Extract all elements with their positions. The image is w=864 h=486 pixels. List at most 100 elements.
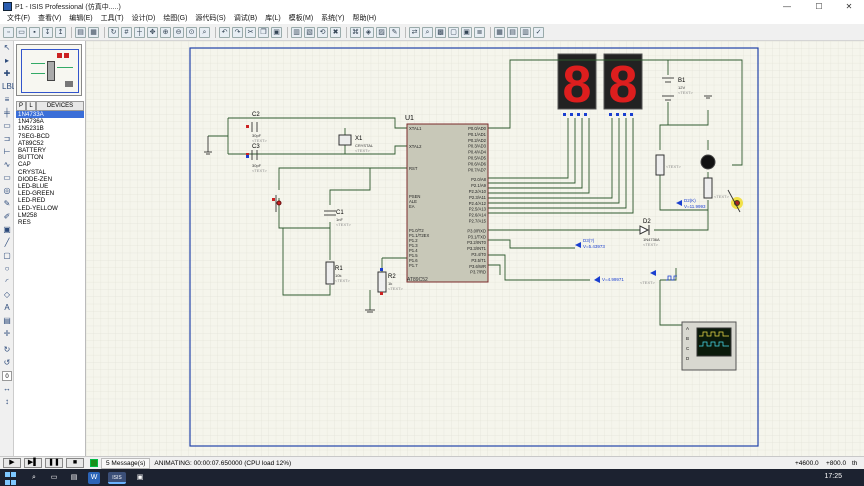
selection-mode-icon[interactable]: ↖ — [3, 43, 11, 52]
rotation-angle-field[interactable]: 0 — [2, 371, 12, 381]
wire-autorouter-icon[interactable]: ⇄ — [409, 26, 420, 38]
marker-tool-icon[interactable]: ✛ — [3, 329, 11, 338]
undo-icon[interactable]: ↶ — [219, 26, 230, 38]
text-tool-icon[interactable]: A — [4, 303, 10, 312]
maximize-button[interactable]: ☐ — [815, 2, 823, 11]
menu-design[interactable]: 设计(D) — [131, 15, 156, 22]
device-item[interactable]: CAP — [18, 161, 31, 169]
packaging-icon[interactable]: ▨ — [376, 26, 387, 38]
open-folder-icon[interactable]: ▭ — [16, 26, 27, 38]
pick-devices-tab[interactable]: P — [16, 101, 26, 111]
netlist-icon[interactable]: ▦ — [494, 26, 505, 38]
zoom-area-icon[interactable]: ⌕ — [199, 26, 210, 38]
graph-mode-icon[interactable]: ∿ — [3, 160, 11, 169]
crystal-x1[interactable]: X1 CRYSTAL <TEXT> — [338, 134, 374, 153]
wire-label-icon[interactable]: LBL — [2, 82, 17, 91]
oscilloscope[interactable]: A B C D — [681, 321, 737, 371]
resistor-lamp[interactable] — [703, 177, 713, 199]
reset-button[interactable] — [275, 195, 282, 212]
menu-tools[interactable]: 工具(T) — [100, 15, 124, 22]
menu-debug[interactable]: 调试(B) — [233, 15, 258, 22]
rotate-clockwise-icon[interactable]: ↻ — [3, 345, 11, 354]
component-mode-icon[interactable]: ▸ — [4, 56, 9, 65]
device-item[interactable]: CRYSTAL — [18, 168, 46, 176]
electrical-check-icon[interactable]: ✓ — [533, 26, 544, 38]
schematic-canvas[interactable]: 8 8 — [86, 41, 864, 456]
device-item[interactable]: LED-YELLOW — [18, 204, 58, 212]
device-item[interactable]: LED-GREEN — [18, 190, 55, 198]
copy-icon[interactable]: ❐ — [258, 26, 269, 38]
box-tool-icon[interactable]: ▢ — [3, 251, 11, 260]
menu-template[interactable]: 模板(M) — [288, 15, 314, 22]
app-icon-extra[interactable]: ▣ — [136, 473, 144, 481]
menu-help[interactable]: 帮助(H) — [352, 15, 377, 22]
step-button[interactable]: ▶▌ — [24, 458, 42, 468]
voltage-probe-output[interactable]: V=4.99971 <TEXT> — [594, 270, 677, 285]
mirror-x-icon[interactable]: ↔ — [3, 384, 11, 393]
refresh-icon[interactable]: ↻ — [108, 26, 119, 38]
device-item[interactable]: 1N5231B — [18, 125, 44, 133]
menu-system[interactable]: 系统(Y) — [321, 15, 345, 22]
messages-count[interactable]: 5 Message(s) — [101, 457, 151, 469]
play-button[interactable]: ▶ — [3, 458, 21, 468]
symbol-tool-icon[interactable]: ▤ — [3, 316, 11, 325]
block-delete-icon[interactable]: ✖ — [330, 26, 341, 38]
word-icon[interactable]: W — [88, 471, 100, 484]
make-device-icon[interactable]: ◈ — [363, 26, 374, 38]
close-button[interactable]: ✕ — [845, 2, 853, 11]
export-icon[interactable]: ↥ — [55, 26, 66, 38]
block-rotate-icon[interactable]: ⟲ — [317, 26, 328, 38]
device-item[interactable]: LED-BLUE — [18, 183, 49, 191]
seven-segment-display-1[interactable]: 8 — [557, 53, 597, 114]
device-item[interactable]: 1N4736A — [18, 118, 44, 126]
menu-file[interactable]: 文件(F) — [7, 15, 30, 22]
print-area-icon[interactable]: ▦ — [88, 26, 99, 38]
menu-graph[interactable]: 绘图(G) — [163, 15, 188, 22]
subcircuit-icon[interactable]: ▭ — [3, 121, 11, 130]
delete-sheet-icon[interactable]: ▣ — [461, 26, 472, 38]
terminals-icon[interactable]: ⊐ — [3, 134, 11, 143]
bus-icon[interactable]: ╪ — [4, 108, 10, 117]
device-item[interactable]: LED-RED — [18, 197, 46, 205]
cut-icon[interactable]: ✂ — [245, 26, 256, 38]
import-icon[interactable]: ↧ — [42, 26, 53, 38]
seven-segment-display-2[interactable]: 8 — [603, 53, 643, 114]
overview-window[interactable] — [16, 44, 82, 96]
property-tool-icon[interactable]: ▩ — [435, 26, 446, 38]
device-pin-icon[interactable]: ⊢ — [3, 147, 11, 156]
line-tool-icon[interactable]: ╱ — [4, 238, 10, 247]
library-manager-tab[interactable]: L — [26, 101, 36, 111]
device-item[interactable]: 7SEG-BCD — [18, 132, 50, 140]
voltage-probe-d2k[interactable]: D2(K) V=11.9993 — [676, 198, 706, 209]
redo-icon[interactable]: ↷ — [232, 26, 243, 38]
circle-tool-icon[interactable]: ○ — [4, 264, 10, 273]
device-item[interactable]: BATTERY — [18, 147, 46, 155]
text-script-icon[interactable]: ≡ — [4, 95, 10, 104]
device-item[interactable]: BUTTON — [18, 154, 44, 162]
minimize-button[interactable]: — — [783, 2, 791, 11]
device-item[interactable]: LM258 — [18, 211, 37, 219]
battery-b1[interactable]: B1 12V <TEXT> — [662, 77, 694, 101]
arc-tool-icon[interactable]: ◜ — [5, 277, 9, 286]
device-item[interactable]: DIODE-ZEN — [18, 175, 53, 183]
grid-toggle-icon[interactable]: # — [121, 26, 132, 38]
resistor-r1[interactable]: R1 10k <TEXT> — [325, 261, 351, 285]
mirror-y-icon[interactable]: ↕ — [5, 397, 9, 406]
new-sheet-icon[interactable]: ▢ — [448, 26, 459, 38]
virtual-instrument-icon[interactable]: ▣ — [3, 225, 11, 234]
rotate-anticlockwise-icon[interactable]: ↺ — [3, 358, 11, 367]
ares-icon[interactable]: ▤ — [507, 26, 518, 38]
capacitor-c1[interactable]: C1 1nF <TEXT> — [324, 210, 352, 227]
device-item[interactable]: AT89C52 — [18, 139, 44, 147]
zoom-all-icon[interactable]: ⊙ — [186, 26, 197, 38]
start-button[interactable] — [4, 472, 18, 485]
lamp-indicator[interactable] — [700, 154, 716, 170]
voltage-probe-icon[interactable]: ✎ — [3, 199, 11, 208]
new-file-icon[interactable]: ▫ — [3, 26, 14, 38]
bom-icon[interactable]: ≣ — [474, 26, 485, 38]
microcontroller-u1[interactable]: U1 AT89C52 XTAL1XTAL2RSTPSENALEEAP1.0/T2… — [405, 115, 489, 283]
stop-button[interactable]: ■ — [66, 458, 84, 468]
menu-view[interactable]: 查看(V) — [37, 15, 62, 22]
current-probe-icon[interactable]: ✐ — [3, 212, 11, 221]
resistor-right[interactable] — [655, 154, 665, 176]
